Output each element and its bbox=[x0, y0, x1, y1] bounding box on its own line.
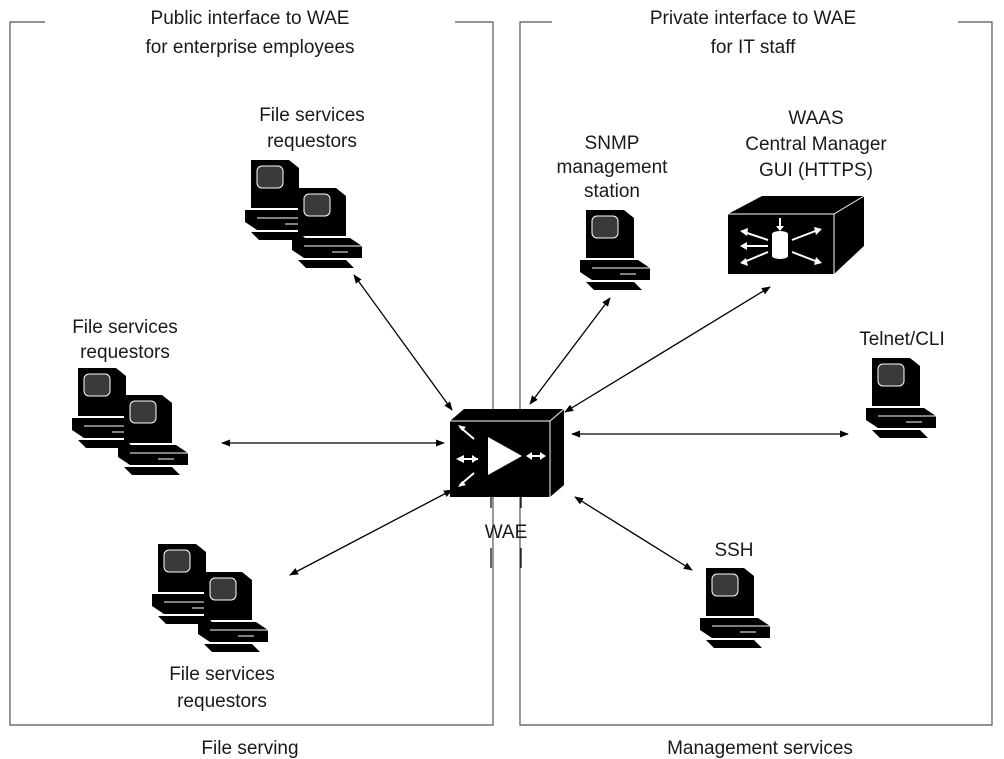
central-manager-node: WAAS Central Manager GUI (HTTPS) bbox=[727, 108, 887, 275]
snmp-node: SNMP management station bbox=[557, 133, 669, 291]
pc-workstation-icon bbox=[865, 357, 937, 439]
ssh-node: SSH bbox=[699, 540, 771, 649]
connections bbox=[221, 274, 849, 576]
requestors-top-node: File services requestors bbox=[244, 105, 365, 269]
central-manager-line3: GUI (HTTPS) bbox=[759, 160, 873, 181]
ssh-label: SSH bbox=[714, 540, 753, 561]
pc-workstation-icon bbox=[117, 394, 189, 476]
requestors-top-line2: requestors bbox=[267, 131, 357, 152]
link-central-manager bbox=[564, 286, 771, 413]
requestors-bottom-node: File services requestors bbox=[151, 543, 275, 712]
requestors-bottom-line2: requestors bbox=[177, 691, 267, 712]
pc-workstation-icon bbox=[197, 571, 269, 653]
left-panel-title-line1: Public interface to WAE bbox=[151, 8, 350, 29]
requestors-top-line1: File services bbox=[259, 105, 365, 126]
right-panel-title-line1: Private interface to WAE bbox=[650, 8, 856, 29]
pc-workstation-icon bbox=[699, 567, 771, 649]
link-bottom-requestors bbox=[289, 489, 453, 576]
left-panel: Public interface to WAE for enterprise e… bbox=[9, 8, 494, 759]
right-panel-title-line2: for IT staff bbox=[711, 37, 797, 58]
central-manager-line2: Central Manager bbox=[745, 134, 887, 155]
right-panel: Private interface to WAE for IT staff Ma… bbox=[519, 8, 993, 759]
right-panel-footer: Management services bbox=[667, 738, 853, 759]
snmp-line2: management bbox=[557, 157, 669, 178]
requestors-middle-line1: File services bbox=[72, 317, 178, 338]
link-ssh bbox=[574, 496, 693, 571]
wae-appliance-icon bbox=[449, 408, 565, 498]
link-top-requestors bbox=[353, 274, 453, 411]
requestors-middle-node: File services requestors bbox=[71, 317, 189, 476]
link-snmp bbox=[529, 297, 611, 405]
snmp-line3: station bbox=[584, 181, 640, 202]
central-manager-appliance-icon bbox=[727, 195, 865, 275]
wae-node: WAE bbox=[449, 408, 565, 568]
snmp-line1: SNMP bbox=[585, 133, 640, 154]
left-panel-footer: File serving bbox=[201, 738, 298, 759]
requestors-middle-line2: requestors bbox=[80, 342, 170, 363]
wae-label: WAE bbox=[485, 522, 528, 543]
pc-workstation-icon bbox=[291, 187, 363, 269]
central-manager-line1: WAAS bbox=[788, 108, 843, 129]
telnet-node: Telnet/CLI bbox=[859, 329, 945, 439]
left-panel-title-line2: for enterprise employees bbox=[145, 37, 354, 58]
requestors-bottom-line1: File services bbox=[169, 664, 275, 685]
telnet-label: Telnet/CLI bbox=[859, 329, 945, 350]
pc-workstation-icon bbox=[579, 209, 651, 291]
